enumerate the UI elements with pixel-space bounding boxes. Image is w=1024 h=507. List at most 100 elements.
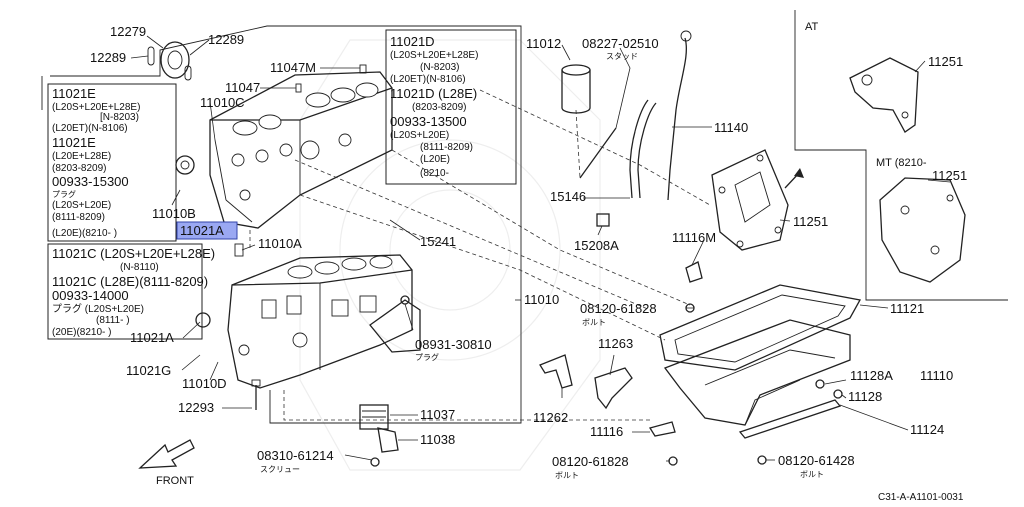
note-mid-text: 11021C (L20S+L20E+L28E) (N-8110) 11021C … xyxy=(52,246,215,338)
label-11128[interactable]: 11128 xyxy=(848,389,882,404)
note-top-line: 00933-13500 xyxy=(390,114,467,129)
note-left-line: (L20E)(8210- ) xyxy=(52,228,117,239)
bolt-08120-61428 xyxy=(757,455,767,465)
upper-cylinder-block xyxy=(209,71,393,229)
label-11124[interactable]: 11124 xyxy=(910,422,944,437)
note-top-line: (8203-8209) xyxy=(412,102,466,113)
highlight-11021a[interactable] xyxy=(176,221,238,240)
label-11116[interactable]: 11116 xyxy=(590,424,623,439)
bracket-11116m xyxy=(685,261,703,283)
label-08120-61428[interactable]: 08120-61428 xyxy=(778,453,855,468)
note-left-line: プラグ xyxy=(52,189,76,199)
label-11121[interactable]: 11121 xyxy=(890,301,924,316)
note-top-line: (L20S+L20E+L28E) xyxy=(390,50,478,61)
note-mid-line: プラグ (L20S+L20E) xyxy=(52,302,144,315)
label-11021a[interactable]: 11021A xyxy=(130,330,174,345)
note-top-line: (8210- xyxy=(420,168,449,179)
oil-pressure-switch xyxy=(596,213,610,227)
label-11251-mt[interactable]: 11251 xyxy=(932,168,967,183)
label-11251-main[interactable]: 11251 xyxy=(793,214,828,229)
stiffener-11124 xyxy=(738,399,842,439)
label-screw: スクリュー xyxy=(260,465,300,474)
label-11263[interactable]: 11263 xyxy=(598,336,633,351)
mt-plate xyxy=(879,177,966,283)
note-left-line: (L20S+L20E+L28E) xyxy=(52,102,140,113)
label-08120-61828-upper[interactable]: 08120-61828 xyxy=(580,301,657,316)
diagram-code: C31-A-A1101-0031 xyxy=(878,492,964,503)
label-08310-61214[interactable]: 08310-61214 xyxy=(257,448,334,463)
label-11010d[interactable]: 11010D xyxy=(182,376,227,391)
label-12279[interactable]: 12279 xyxy=(110,24,146,39)
at-plate xyxy=(849,57,919,133)
label-bolt-right: ボルト xyxy=(800,470,824,479)
note-mid-line: 11021C (L28E)(8111-8209) xyxy=(52,274,208,289)
label-11262[interactable]: 11262 xyxy=(533,410,568,425)
note-left-line: (L20S+L20E) xyxy=(52,200,111,211)
label-08931-30810[interactable]: 08931-30810 xyxy=(415,337,492,352)
note-left-line: 11021E xyxy=(52,86,96,101)
label-11037[interactable]: 11037 xyxy=(420,407,455,422)
gauge-guide-tube xyxy=(629,99,649,199)
label-15208a[interactable]: 15208A xyxy=(574,238,619,253)
label-11021g[interactable]: 11021G xyxy=(126,363,171,378)
oil-level-gauge xyxy=(667,37,687,201)
bracket-11116 xyxy=(648,421,676,437)
label-11047[interactable]: 11047 xyxy=(225,80,260,95)
drain-plug-11128 xyxy=(833,389,843,399)
note-top-line: (8111-8209) xyxy=(420,142,473,153)
label-11047m[interactable]: 11047M xyxy=(270,60,316,75)
bracket-11262 xyxy=(539,354,573,389)
label-12289-left[interactable]: 12289 xyxy=(90,50,126,65)
label-11128a[interactable]: 11128A xyxy=(850,368,893,383)
note-left-line: (8111-8209) xyxy=(52,212,105,223)
label-08120-61828-lower[interactable]: 08120-61828 xyxy=(552,454,629,469)
bolt-08120-lower xyxy=(668,456,678,466)
note-left-line: (L20ET)(N-8106) xyxy=(52,123,128,134)
dowel-11047 xyxy=(295,83,302,93)
label-11140[interactable]: 11140 xyxy=(714,120,748,135)
label-11251-at[interactable]: 11251 xyxy=(928,54,963,69)
mt-label: MT (8210- xyxy=(876,157,927,169)
note-mid-line: 00933-14000 xyxy=(52,288,129,303)
note-box-mid xyxy=(47,243,203,340)
watermark xyxy=(299,39,601,471)
note-mid-line: (N-8110) xyxy=(120,262,159,273)
label-08227-02510[interactable]: 08227-02510 xyxy=(582,36,659,51)
note-top-line: 11021D xyxy=(390,34,435,49)
note-top-line: (L20S+L20E) xyxy=(390,130,449,141)
label-12289-right[interactable]: 12289 xyxy=(208,32,244,47)
label-11010[interactable]: 11010 xyxy=(524,292,559,307)
oil-strainer xyxy=(359,404,389,430)
label-11116m[interactable]: 11116M xyxy=(672,230,716,245)
oil-pan-gasket xyxy=(659,284,862,371)
note-left-text: 11021E (L20S+L20E+L28E) [N-8203) (L20ET)… xyxy=(52,86,140,239)
label-11010b[interactable]: 11010B xyxy=(152,206,196,221)
label-11038[interactable]: 11038 xyxy=(420,432,455,447)
dowel-11047m xyxy=(359,64,367,74)
drain-plug-11128a xyxy=(815,379,825,389)
rear-plate-11251 xyxy=(711,149,789,251)
label-15146[interactable]: 15146 xyxy=(550,189,586,204)
note-left-line: 11021E xyxy=(52,135,96,150)
label-15241[interactable]: 15241 xyxy=(420,234,456,249)
label-11012[interactable]: 11012 xyxy=(526,36,561,51)
note-left-line: [N-8203) xyxy=(100,112,139,123)
label-11021a-highlighted[interactable]: 11021A xyxy=(180,223,224,238)
note-top-text: 11021D (L20S+L20E+L28E) (N-8203) (L20ET)… xyxy=(390,34,478,179)
diagram-frame xyxy=(50,25,522,424)
label-11010a[interactable]: 11010A xyxy=(258,236,302,251)
note-top-line: 11021D (L28E) xyxy=(390,86,477,101)
note-left-line: (8203-8209) xyxy=(52,163,106,174)
label-bolt-lower: ボルト xyxy=(555,471,579,480)
front-arrow xyxy=(138,439,195,469)
lower-cylinder-block xyxy=(227,254,421,389)
note-box-top xyxy=(385,29,517,185)
label-12293[interactable]: 12293 xyxy=(178,400,214,415)
leader-lines xyxy=(130,35,951,462)
label-11010c[interactable]: 11010C xyxy=(200,95,245,110)
screw-08310 xyxy=(370,457,380,467)
plug-seal-upper xyxy=(175,155,195,175)
label-11110[interactable]: 11110 xyxy=(920,368,953,383)
bracket-11263 xyxy=(594,367,633,410)
